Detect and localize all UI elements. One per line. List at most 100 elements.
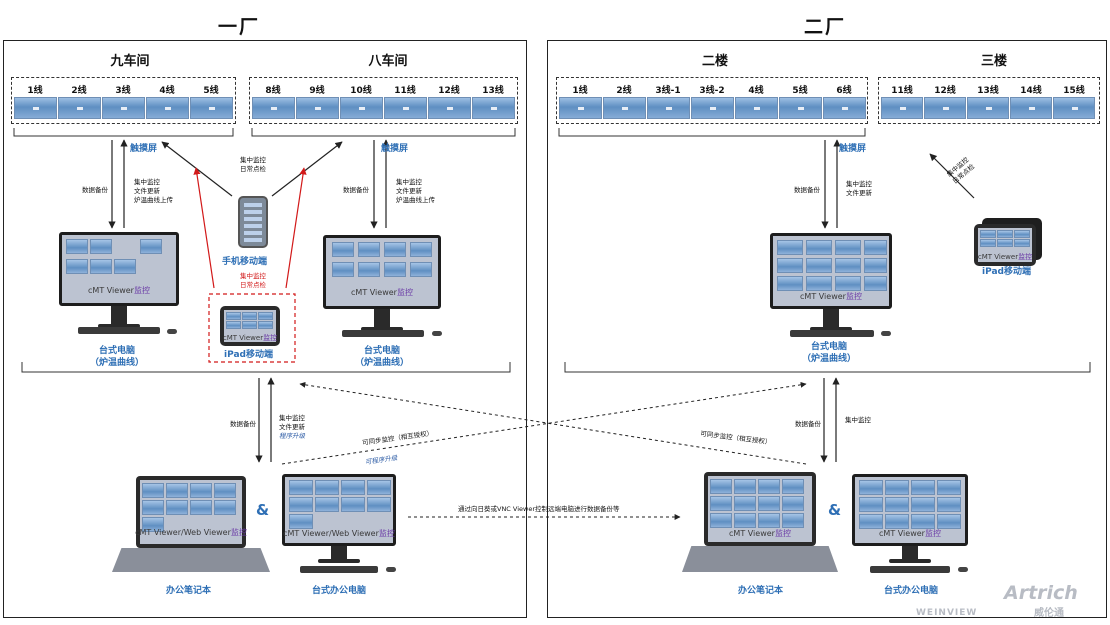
line-label: 12线: [934, 86, 956, 96]
monitor-text: cMT Viewer监控: [800, 292, 862, 301]
line-label: 13线: [482, 86, 504, 96]
backup-note: 数据备份: [795, 420, 821, 428]
ampersand: &: [256, 501, 270, 519]
functions-note: 集中监控 文件更新 炉温曲线上传: [134, 178, 173, 204]
keyboard-icon: [300, 566, 378, 573]
line-label: 12线: [438, 86, 460, 96]
factory2-frame: [547, 40, 1107, 618]
phone-device: [238, 196, 268, 248]
hmi-screen: [102, 97, 145, 119]
office-desktop-label: 台式办公电脑: [884, 586, 939, 596]
line-label: 14线: [1020, 86, 1042, 96]
mouse-icon: [432, 331, 442, 336]
hmi-screen: [735, 97, 778, 119]
keyboard-icon: [78, 327, 160, 334]
linebox-f1-left: [11, 77, 236, 124]
line-label: 11线: [891, 86, 913, 96]
line-label: 6线: [836, 86, 852, 96]
line-label: 2线: [616, 86, 632, 96]
line-label: 2线: [71, 86, 87, 96]
laptop-label: 办公笔记本: [166, 586, 212, 596]
watermark-weinview: WEINVIEW: [916, 608, 978, 618]
backup-note: 数据备份: [343, 186, 369, 194]
functions-note: 集中监控: [845, 416, 871, 424]
section-title-erlou: 二楼: [701, 54, 728, 69]
hmi-screen: [603, 97, 646, 119]
upgrade-note: 程序升级: [279, 432, 305, 440]
section-title-ba: 八车间: [368, 54, 408, 69]
laptop-screen-text: cMT Viewer/Web Viewer监控: [135, 528, 247, 537]
laptop-keyboard: [112, 548, 270, 572]
monitor-text: cMT Viewer监控: [351, 288, 413, 297]
laptop-device: [136, 476, 246, 548]
section-title-jiu: 九车间: [110, 54, 150, 69]
ipad-functions-note: 集中监控 日常点检: [240, 272, 266, 289]
hmi-screen: [384, 97, 427, 119]
desktop-label: 台式电脑 （炉温曲线）: [355, 346, 410, 368]
line-label: 11线: [394, 86, 416, 96]
line-label: 15线: [1063, 86, 1085, 96]
hmi-screen: [967, 97, 1009, 119]
keyboard-icon: [870, 566, 950, 573]
ipad-device: [220, 306, 280, 346]
monitor-text: cMT Viewer/Web Viewer监控: [283, 529, 395, 538]
phone-label: 手机移动端: [222, 257, 268, 267]
laptop-keyboard: [682, 546, 838, 572]
hmi-screen: [924, 97, 966, 119]
hmi-screen: [428, 97, 471, 119]
line-label: 4线: [748, 86, 764, 96]
functions-note: 集中监控 文件更新 炉温曲线上传: [396, 178, 435, 204]
line-label: 5线: [203, 86, 219, 96]
hmi-screen: [779, 97, 822, 119]
line-label: 3线: [115, 86, 131, 96]
desktop-monitor: [282, 474, 396, 546]
line-label: 8线: [265, 86, 281, 96]
laptop-device: [704, 472, 816, 546]
keyboard-icon: [790, 330, 874, 337]
hmi-screen: [691, 97, 734, 119]
line-label: 9线: [309, 86, 325, 96]
watermark-artrich-cn: 威伦通: [1034, 608, 1064, 619]
monitor-text: cMT Viewer监控: [879, 529, 941, 538]
backup-note: 数据备份: [794, 186, 820, 194]
backup-note: 数据备份: [230, 420, 256, 428]
hmi-screen: [823, 97, 866, 119]
line-label: 3线-2: [699, 86, 725, 96]
functions-note: 集中监控 文件更新: [279, 414, 305, 431]
desktop-label: 台式电脑 （炉温曲线）: [90, 346, 145, 368]
section-title-sanlou: 三楼: [980, 54, 1007, 69]
line-label: 10线: [350, 86, 372, 96]
mouse-icon: [958, 567, 968, 572]
hmi-screen: [559, 97, 602, 119]
mouse-icon: [167, 329, 177, 334]
factory1-frame: [3, 40, 527, 618]
hmi-screen: [14, 97, 57, 119]
monitor-text: cMT Viewer监控: [88, 286, 150, 295]
office-desktop-label: 台式办公电脑: [312, 586, 367, 596]
ipad-device: [974, 224, 1036, 266]
linebox-f2-left: [556, 77, 868, 124]
hmi-screen: [190, 97, 233, 119]
line-label: 3线-1: [655, 86, 681, 96]
laptop-label: 办公笔记本: [738, 586, 784, 596]
functions-note: 集中监控 文件更新: [846, 180, 872, 197]
factory2-title: 二厂: [804, 16, 847, 38]
backup-note: 数据备份: [82, 186, 108, 194]
linebox-f1-right: [249, 77, 518, 124]
line-label: 4线: [159, 86, 175, 96]
desktop-monitor: [770, 233, 892, 309]
desktop-label: 台式电脑 （炉温曲线）: [802, 342, 857, 364]
vnc-note: 通过向日葵或VNC Viewer控制远端电脑进行数据备份等: [458, 505, 620, 513]
watermark-artrich: Artrich: [1004, 582, 1078, 604]
line-label: 1线: [27, 86, 43, 96]
desktop-monitor: [323, 235, 441, 309]
line-label: 5线: [792, 86, 808, 96]
hmi-screen: [252, 97, 295, 119]
hmi-screen: [1010, 97, 1052, 119]
hmi-screen: [340, 97, 383, 119]
touchscreen-label: 触摸屏: [381, 144, 409, 154]
mouse-icon: [386, 567, 396, 572]
hmi-screen: [1053, 97, 1095, 119]
touchscreen-label: 触摸屏: [839, 144, 867, 154]
line-label: 1线: [572, 86, 588, 96]
